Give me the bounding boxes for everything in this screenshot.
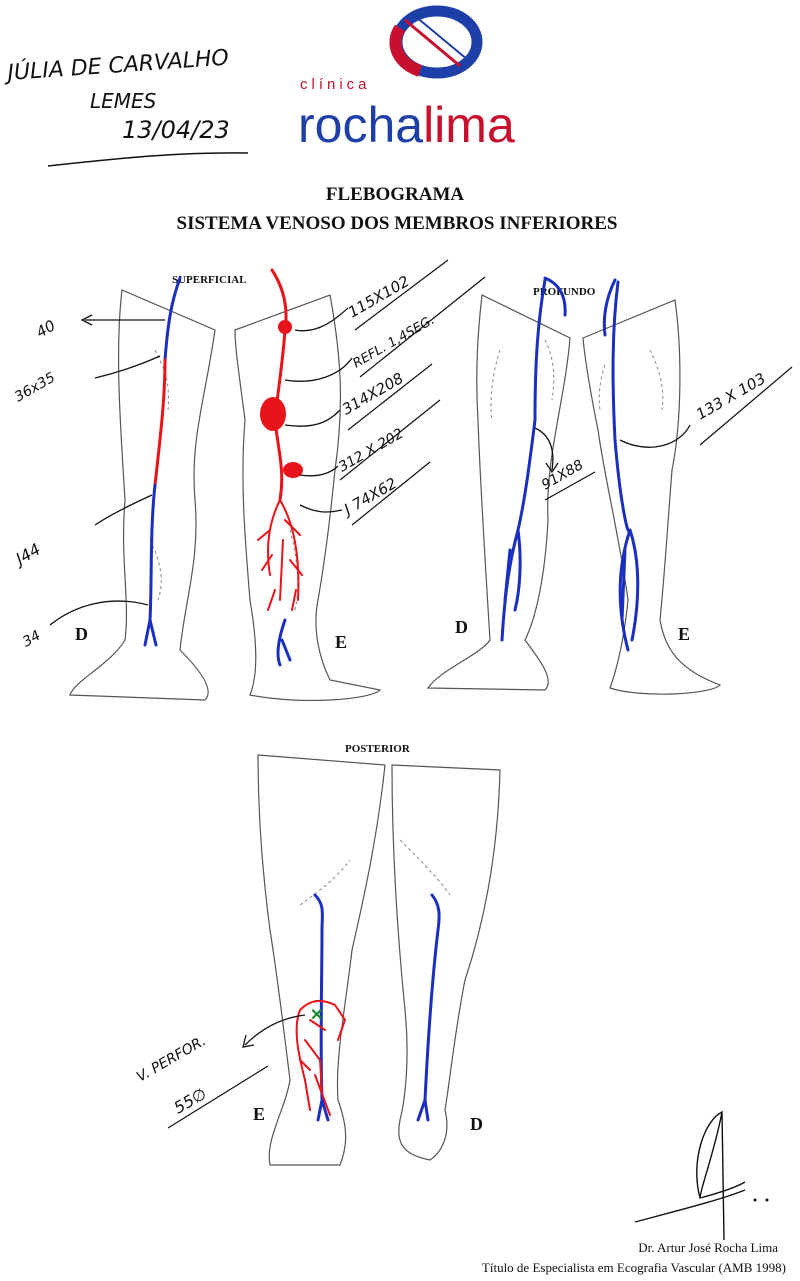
label-superficial-left: E: [335, 632, 347, 652]
doctor-credential: Título de Especialista em Ecografia Vasc…: [482, 1260, 786, 1275]
patient-surname: LEMES: [90, 89, 157, 113]
annotations-superficial-left: 115X102 REFL. 1,4SEG. 314X208 312 X 202 …: [284, 259, 486, 526]
annotations-superficial-right: 40 36x35 J44 34: [10, 314, 165, 651]
section-profundo: PROFUNDO: [533, 286, 596, 298]
label-profundo-right: D: [455, 617, 468, 637]
label-posterior-left: E: [253, 1104, 265, 1124]
signature-line: [47, 152, 249, 167]
logo-word-b: lima: [423, 97, 515, 153]
perforator-mark-icon: ✕: [310, 1007, 323, 1024]
leg-posterior-left: ✕: [257, 754, 386, 1166]
exam-date: 13/04/23: [122, 116, 230, 144]
label-posterior-right: D: [470, 1114, 483, 1134]
section-superficial: SUPERFICIAL: [172, 274, 247, 286]
document-subtitle: SISTEMA VENOSO DOS MEMBROS INFERIORES: [177, 213, 618, 234]
leg-posterior-right: [391, 764, 501, 1161]
annotation-text: 55∅: [171, 1084, 210, 1118]
reflux-veins-superficial-left: [257, 268, 303, 667]
annotation-text: 34: [20, 628, 43, 651]
patient-name: JÚLIA DE CARVALHO: [3, 45, 230, 87]
annotation-text: 115X102: [345, 272, 412, 321]
annotation-text: 91X88: [539, 457, 586, 494]
patient-header: JÚLIA DE CARVALHO LEMES 13/04/23: [3, 45, 249, 167]
logo-wordmark: rochalima: [298, 97, 515, 153]
annotation-text: 40: [33, 316, 59, 341]
logo-word-a: rocha: [298, 97, 423, 153]
annotations-posterior: V. PERFOR. 55∅: [134, 1014, 306, 1129]
leg-superficial-left: [234, 268, 382, 702]
label-superficial-right: D: [75, 624, 88, 644]
annotation-text: 36x35: [12, 370, 58, 406]
logo-prefix: clínica: [300, 76, 371, 93]
annotation-text: J 74X62: [338, 474, 400, 520]
section-posterior: POSTERIOR: [345, 743, 411, 755]
leg-superficial-right: [69, 276, 216, 701]
doctor-name: Dr. Artur José Rocha Lima: [638, 1240, 778, 1255]
annotation-text: J44: [10, 539, 44, 569]
annotation-text: V. PERFOR.: [134, 1033, 209, 1085]
annotation-text: 312 X 202: [336, 426, 406, 476]
logo-emblem-icon: [389, 5, 483, 79]
label-profundo-left: E: [678, 624, 690, 644]
annotations-profundo: 91X88 133 X 103: [534, 366, 793, 501]
clinic-logo: clínica rochalima: [298, 5, 515, 153]
leg-profundo-left: [582, 278, 722, 695]
doctor-signature: [634, 1110, 769, 1241]
document-title: FLEBOGRAMA: [326, 184, 465, 205]
annotation-text: REFL. 1,4SEG.: [351, 313, 438, 372]
